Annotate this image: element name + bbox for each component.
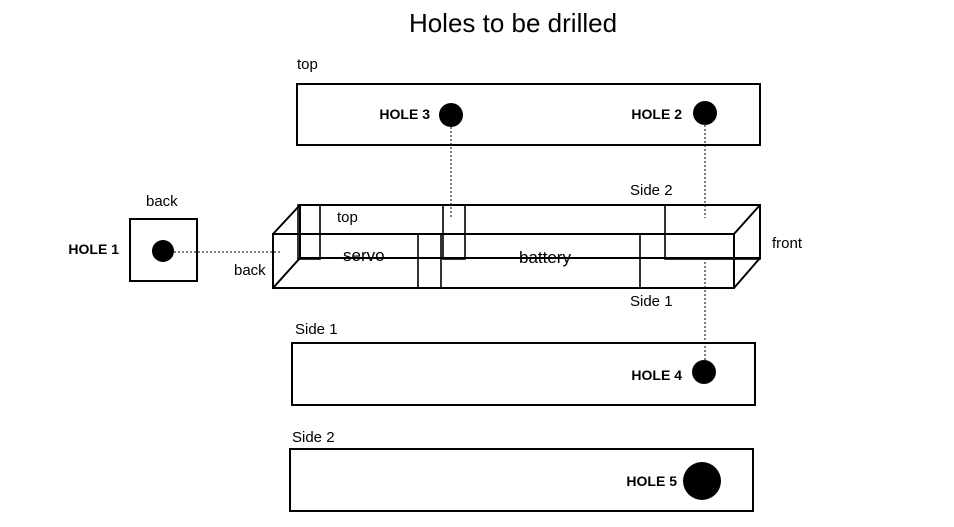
- hole-5-marker: [683, 462, 721, 500]
- model-front-label: front: [772, 235, 803, 252]
- hole-3-marker: [439, 103, 463, 127]
- side1-panel: Side 1 HOLE 4: [291, 321, 756, 406]
- enclosure-3d-model: top back servo battery Side 2 Side 1 fro…: [234, 182, 803, 310]
- top-panel: top HOLE 3 HOLE 2: [296, 56, 761, 146]
- hole-4-marker: [692, 360, 716, 384]
- hole-2-label: HOLE 2: [631, 106, 682, 122]
- model-top-label: top: [337, 209, 358, 226]
- model-side2-label: Side 2: [630, 182, 673, 199]
- model-back-partition: [297, 204, 321, 260]
- model-separator-top: [442, 204, 466, 260]
- back-panel: back HOLE 1: [68, 193, 198, 282]
- hole-3-label: HOLE 3: [379, 106, 430, 122]
- back-panel-label: back: [146, 193, 178, 210]
- back-panel-outline: [129, 218, 198, 282]
- side2-panel-label: Side 2: [292, 429, 335, 446]
- hole-4-label: HOLE 4: [631, 367, 682, 383]
- top-panel-outline: [296, 83, 761, 146]
- model-battery-label: battery: [519, 248, 571, 267]
- model-side1-label: Side 1: [630, 293, 673, 310]
- model-servo-separator: [417, 233, 442, 289]
- hole-2-marker: [693, 101, 717, 125]
- side2-panel: Side 2 HOLE 5: [289, 429, 754, 512]
- hole-1-label: HOLE 1: [68, 241, 119, 257]
- side1-panel-label: Side 1: [295, 321, 338, 338]
- model-back-label: back: [234, 262, 266, 279]
- model-servo-label: servo: [343, 246, 385, 265]
- hole-5-label: HOLE 5: [626, 473, 677, 489]
- side2-panel-outline: [289, 448, 754, 512]
- hole-1-marker: [152, 240, 174, 262]
- top-panel-label: top: [297, 56, 318, 73]
- model-front-box: [639, 233, 735, 289]
- projection-lines: [174, 125, 706, 362]
- diagram-title: Holes to be drilled: [409, 8, 617, 38]
- side1-panel-outline: [291, 342, 756, 406]
- model-front-box-back: [664, 204, 761, 260]
